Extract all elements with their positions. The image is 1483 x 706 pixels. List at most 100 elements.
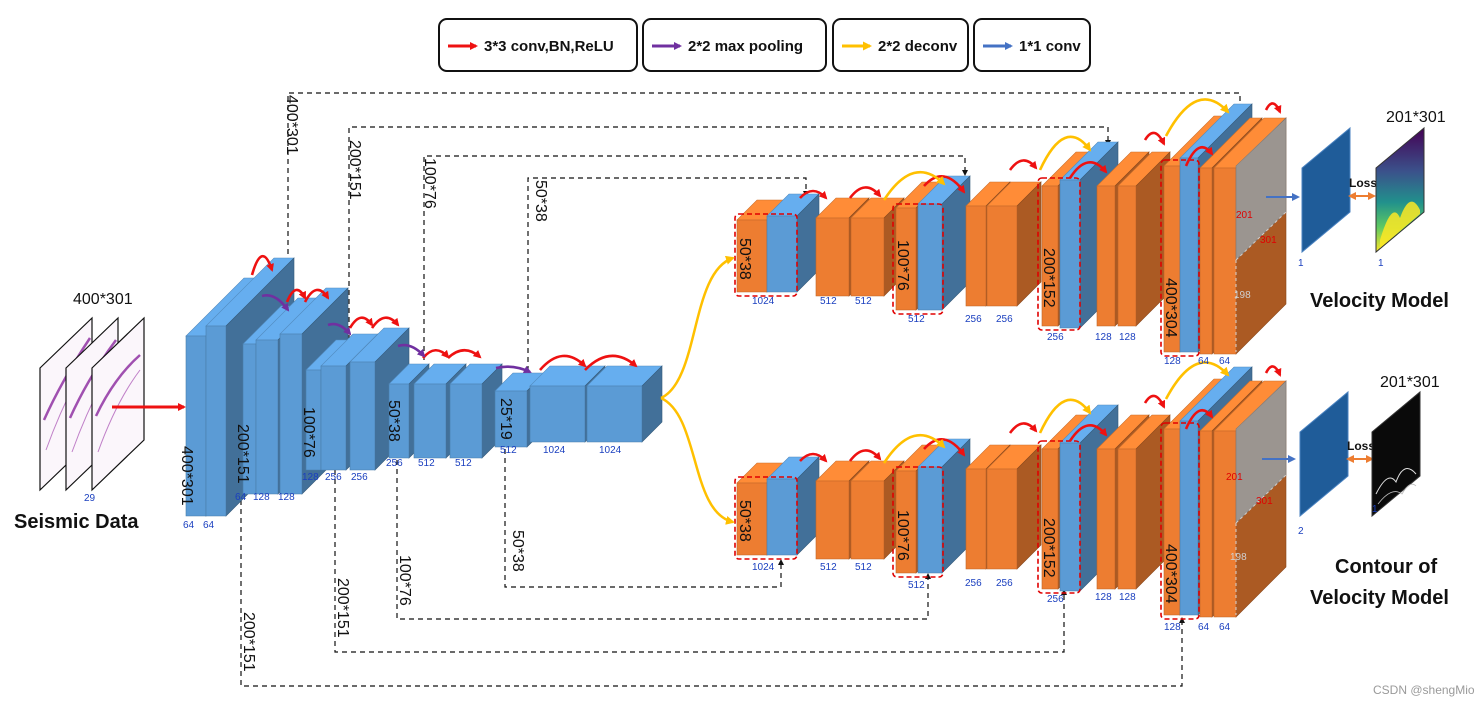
maxpool-arrow bbox=[397, 343, 426, 358]
decoder-top-channel-label: 128 bbox=[1119, 332, 1136, 343]
block-front-face bbox=[1199, 430, 1213, 618]
decoder-block bbox=[917, 175, 971, 311]
block-front-face bbox=[1096, 448, 1116, 590]
conv-arrow bbox=[1068, 161, 1108, 179]
block-front-face bbox=[965, 468, 987, 570]
decoder-bottom-channel-label: 256 bbox=[1047, 594, 1064, 605]
decoder-block bbox=[917, 438, 971, 574]
top-output-size: 201*301 bbox=[1386, 109, 1446, 126]
maxpool-arrow bbox=[261, 294, 290, 312]
skip-line-top-3 bbox=[423, 155, 968, 360]
block-front-face bbox=[1179, 157, 1199, 353]
skip-line-bottom-4 bbox=[504, 440, 784, 588]
encoder bbox=[185, 254, 663, 517]
conv-arrow bbox=[303, 288, 330, 303]
conv-arrow bbox=[1264, 365, 1282, 377]
block-front-face bbox=[1059, 442, 1081, 592]
legend-item-deconv: 2*2 deconv bbox=[832, 18, 969, 72]
block-front-face bbox=[815, 480, 850, 560]
encoder-dim-label: 200*151 bbox=[234, 424, 251, 484]
crop-height-label: 301 bbox=[1256, 496, 1273, 507]
block-front-face bbox=[986, 205, 1018, 307]
decoder-bottom-channel-label: 64 bbox=[1198, 622, 1210, 633]
decoder-block bbox=[986, 444, 1042, 570]
skip-line-top-2 bbox=[348, 126, 1111, 340]
velocity-model-image bbox=[1375, 126, 1425, 254]
watermark: CSDN @shengMio bbox=[1373, 683, 1475, 697]
decoder-bottom-channel-label: 128 bbox=[1164, 622, 1181, 633]
skip-line-bottom-3 bbox=[396, 460, 931, 620]
crop-rest-label: 198 bbox=[1230, 552, 1247, 563]
encoder-channel-label: 128 bbox=[253, 492, 270, 503]
top-output-channels: 1 bbox=[1298, 258, 1304, 269]
crop-face bbox=[1235, 117, 1287, 261]
block-front-face bbox=[1117, 185, 1137, 327]
block-front-face bbox=[1041, 185, 1059, 327]
legend-conv-label: 3*3 conv,BN,ReLU bbox=[484, 38, 614, 55]
decoder-top-dim-label: 400*304 bbox=[1162, 278, 1179, 338]
decoder-contour bbox=[734, 361, 1287, 620]
decoder-top-channel-label: 512 bbox=[820, 296, 837, 307]
deconv-arrow bbox=[882, 433, 946, 464]
decoder-block bbox=[1117, 414, 1171, 590]
contour-title-line2: Velocity Model bbox=[1310, 587, 1449, 609]
decoder-top-dim-label: 100*76 bbox=[894, 240, 911, 291]
block-front-face bbox=[449, 383, 483, 459]
top-concat-box bbox=[1160, 159, 1200, 357]
decoder-bottom-channel-label: 1024 bbox=[752, 562, 775, 573]
decoder-top-channel-label: 1024 bbox=[752, 296, 775, 307]
legend-deconv-label: 2*2 deconv bbox=[878, 38, 958, 55]
decoder-bottom-dim-label: 200*152 bbox=[1040, 518, 1057, 578]
block-front-face bbox=[1213, 430, 1237, 618]
seismic-input bbox=[39, 316, 186, 492]
block-front-face bbox=[1179, 420, 1199, 616]
conv-arrow bbox=[1008, 159, 1038, 171]
top-output-map bbox=[1301, 126, 1351, 254]
conv-arrow bbox=[539, 354, 587, 371]
skip-connections-bottom bbox=[240, 440, 1185, 687]
bottom-loss-label: Loss bbox=[1347, 439, 1375, 453]
bottom-concat-box bbox=[1037, 440, 1081, 594]
block-front-face bbox=[1117, 448, 1137, 590]
block-front-face bbox=[895, 470, 917, 574]
block-front-face bbox=[349, 361, 376, 471]
conv-arrow bbox=[348, 316, 374, 329]
encoder-channel-label: 128 bbox=[278, 492, 295, 503]
decoder-top-dim-label: 50*38 bbox=[736, 238, 753, 280]
block-front-face bbox=[965, 205, 987, 307]
block-front-face bbox=[986, 468, 1018, 570]
cropped-output-region bbox=[1235, 117, 1287, 261]
bottleneck-deconv-arrow-bottom bbox=[660, 396, 735, 525]
decoder-top-channel-label: 128 bbox=[1164, 356, 1181, 367]
input-size-label: 400*301 bbox=[73, 291, 133, 308]
block-front-face bbox=[586, 385, 643, 443]
encoder-channel-label: 256 bbox=[386, 458, 403, 469]
encoder-block bbox=[586, 365, 663, 443]
decoder-bottom-channel-label: 128 bbox=[1095, 592, 1112, 603]
conv-arrow bbox=[1184, 145, 1214, 167]
decoder-bottom-channel-label: 64 bbox=[1219, 622, 1231, 633]
bottom-concat-box bbox=[1160, 422, 1200, 620]
block-front-face bbox=[917, 466, 943, 574]
decoder-velocity bbox=[734, 98, 1287, 357]
decoder-top-channel-label: 256 bbox=[1047, 332, 1064, 343]
crop-height-label: 301 bbox=[1260, 235, 1277, 246]
encoder-channel-label: 64 bbox=[235, 492, 247, 503]
block-front-face bbox=[279, 333, 303, 495]
input-title: Seismic Data bbox=[14, 511, 139, 533]
block-front-face bbox=[413, 383, 447, 459]
decoder-bottom-channel-label: 256 bbox=[965, 578, 982, 589]
decoder-bottom-channel-label: 128 bbox=[1119, 592, 1136, 603]
bottom-gt-channels: 1 bbox=[1372, 504, 1378, 515]
block-front-face bbox=[1199, 167, 1213, 355]
conv-arrow bbox=[285, 288, 307, 303]
block-front-face bbox=[1213, 167, 1237, 355]
top-concat-box bbox=[1037, 177, 1081, 331]
deconv-arrow bbox=[1164, 361, 1230, 400]
skip-label-top-3: 100*76 bbox=[421, 158, 438, 209]
decoder-top-channel-label: 512 bbox=[908, 314, 925, 325]
top-concat-box bbox=[892, 203, 944, 315]
skip-line-bottom-2 bbox=[334, 470, 1067, 653]
decoder-bottom-channel-label: 512 bbox=[855, 562, 872, 573]
encoder-channel-label: 256 bbox=[325, 472, 342, 483]
